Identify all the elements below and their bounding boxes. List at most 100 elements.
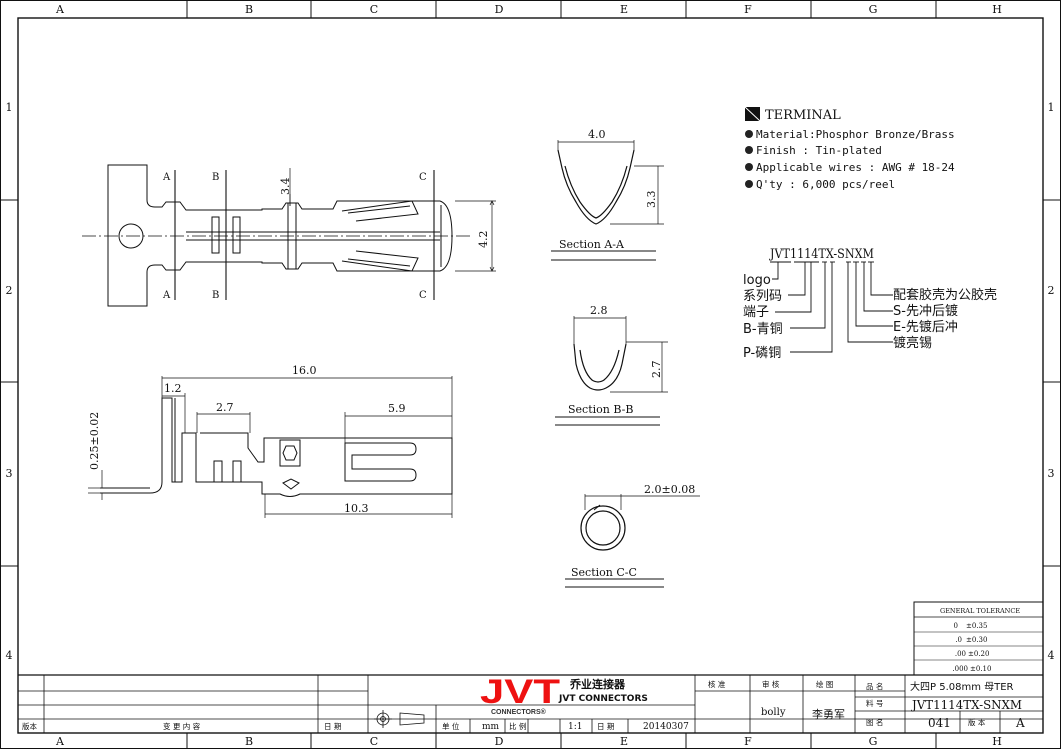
tb-pn-header: 料 号	[866, 698, 883, 708]
col-label-bottom: H	[992, 735, 1002, 748]
tb-name-header: 品 名	[866, 681, 883, 691]
spec-title: TERMINAL	[765, 108, 841, 123]
legend-s: S-先冲后镀	[893, 303, 958, 319]
tolerance-value: ±0.20	[968, 650, 989, 658]
bullet-icon	[745, 130, 753, 138]
projection-symbol-icon	[374, 710, 425, 728]
col-label-top: D	[495, 3, 504, 16]
legend-shell: 配套胶壳为公胶壳	[893, 287, 997, 303]
section-c-c-diameter: 2.0±0.08	[644, 483, 695, 496]
tolerance-key: .000	[952, 665, 968, 673]
row-label-left: 3	[6, 467, 13, 480]
dim-height-3-4: 3.4	[279, 178, 292, 196]
section-mark-c: C	[419, 290, 427, 301]
section-mark-b: B	[212, 290, 219, 301]
tb-checker: bolly	[761, 707, 786, 718]
row-label-right: 4	[1048, 649, 1055, 662]
col-label-top: A	[55, 3, 65, 16]
tb-check-header: 审 核	[762, 679, 780, 689]
dim-thickness: 0.25±0.02	[88, 412, 101, 470]
tb-date: 20140307	[643, 722, 689, 732]
spec-wires: Applicable wires : AWG # 18-24	[756, 161, 955, 174]
section-marks: A A B B C C	[162, 172, 427, 301]
section-c-c	[565, 494, 700, 588]
section-a-a-label: Section A-A	[559, 238, 625, 251]
row-label-right: 3	[1048, 467, 1055, 480]
part-code: JVT1114TX-SNXM	[768, 247, 874, 262]
tb-dwg-header: 图 名	[866, 717, 883, 727]
section-mark-c: C	[419, 172, 427, 183]
tolerance-value: ±0.10	[970, 665, 991, 673]
tb-approve-header: 核 准	[708, 679, 726, 689]
company-en: JVT CONNECTORS	[558, 694, 648, 704]
row-label-right: 2	[1048, 284, 1055, 297]
tb-draw-header: 绘 图	[816, 679, 833, 689]
row-label-left: 4	[6, 649, 13, 662]
title-block	[18, 674, 1043, 733]
tolerance-value: ±0.30	[966, 636, 987, 644]
terminal-side-view	[88, 376, 453, 518]
spec-block: TERMINAL Material:Phosphor Bronze/Brass …	[744, 106, 955, 191]
terminal-top-view	[82, 164, 496, 307]
spec-material: Material:Phosphor Bronze/Brass	[756, 128, 955, 141]
legend-series: 系列码	[743, 289, 782, 304]
section-a-a	[551, 140, 664, 261]
tolerance-key: 0	[954, 622, 958, 630]
tb-drawing-number: 041	[928, 716, 951, 730]
col-label-bottom: B	[245, 735, 253, 748]
col-label-bottom: C	[370, 735, 378, 748]
col-label-bottom: E	[620, 735, 628, 748]
logo-sub: CONNECTORS®	[491, 708, 547, 716]
company-cn: 乔业连接器	[569, 677, 626, 691]
tolerance-title: GENERAL TOLERANCE	[940, 607, 1020, 615]
dim-total-length: 16.0	[292, 364, 317, 377]
section-b-b-height: 2.7	[650, 361, 663, 379]
legend-bronze: B-青铜	[743, 322, 783, 337]
section-c-c-label: Section C-C	[571, 566, 637, 579]
legend-e: E-先镀后冲	[893, 319, 958, 335]
tb-rev-header: 版本	[22, 721, 37, 731]
col-label-top: B	[245, 3, 253, 16]
tb-drawer: 李勇军	[812, 707, 845, 721]
tb-version: A	[1015, 716, 1025, 730]
side-view-dims: 16.0 1.2 2.7 5.9 10.3 0.25±0.02	[88, 364, 406, 515]
col-label-top: E	[620, 3, 628, 16]
row-label-left: 2	[6, 284, 13, 297]
tolerance-value: ±0.35	[966, 622, 987, 630]
bullet-icon	[745, 180, 753, 188]
dim-height-4-2: 4.2	[477, 231, 490, 249]
tolerance-key: .00	[955, 650, 966, 658]
col-label-bottom: A	[55, 735, 65, 748]
col-label-top: H	[992, 3, 1002, 16]
general-tolerance-table: GENERAL TOLERANCE 0 ±0.35 .0 ±0.30 .00 ±…	[913, 601, 1044, 676]
dim-1-2: 1.2	[164, 382, 182, 395]
col-label-bottom: G	[869, 735, 878, 748]
col-label-top: F	[744, 3, 752, 16]
tb-unit-header: 单 位	[442, 721, 460, 731]
row-label-left: 1	[6, 101, 13, 114]
spec-qty: Q'ty : 6,000 pcs/reel	[756, 178, 895, 191]
col-label-top: C	[370, 3, 378, 16]
section-b-b-label: Section B-B	[568, 403, 633, 416]
section-a-a-width: 4.0	[588, 128, 606, 141]
tolerance-key: .0	[955, 636, 962, 644]
row-label-right: 1	[1048, 101, 1055, 114]
section-mark-b: B	[212, 172, 219, 183]
section-mark-a: A	[162, 290, 171, 301]
part-code-legend: JVT1114TX-SNXM logo 系列码 端子 B-青铜 P-磷铜 配套胶…	[743, 247, 997, 361]
spec-finish: Finish : Tin-plated	[756, 144, 882, 157]
legend-logo: logo	[743, 273, 771, 288]
tb-unit: mm	[482, 722, 500, 732]
col-label-top: G	[869, 3, 878, 16]
jvt-logo: JVT CONNECTORS® 乔业连接器 JVT CONNECTORS	[480, 673, 648, 716]
legend-terminal: 端子	[743, 305, 769, 320]
bullet-icon	[745, 146, 753, 154]
tb-scale-header: 比 例	[509, 721, 526, 731]
legend-plating: 镀亮锡	[893, 335, 932, 351]
tb-ver-header: 版 本	[968, 717, 986, 727]
tb-date2-header: 日 期	[597, 722, 614, 731]
tb-change-header: 变 更 内 容	[163, 721, 201, 731]
tb-scale: 1:1	[568, 722, 582, 732]
tb-part-name: 大四P 5.08mm 母TER	[910, 680, 1014, 693]
